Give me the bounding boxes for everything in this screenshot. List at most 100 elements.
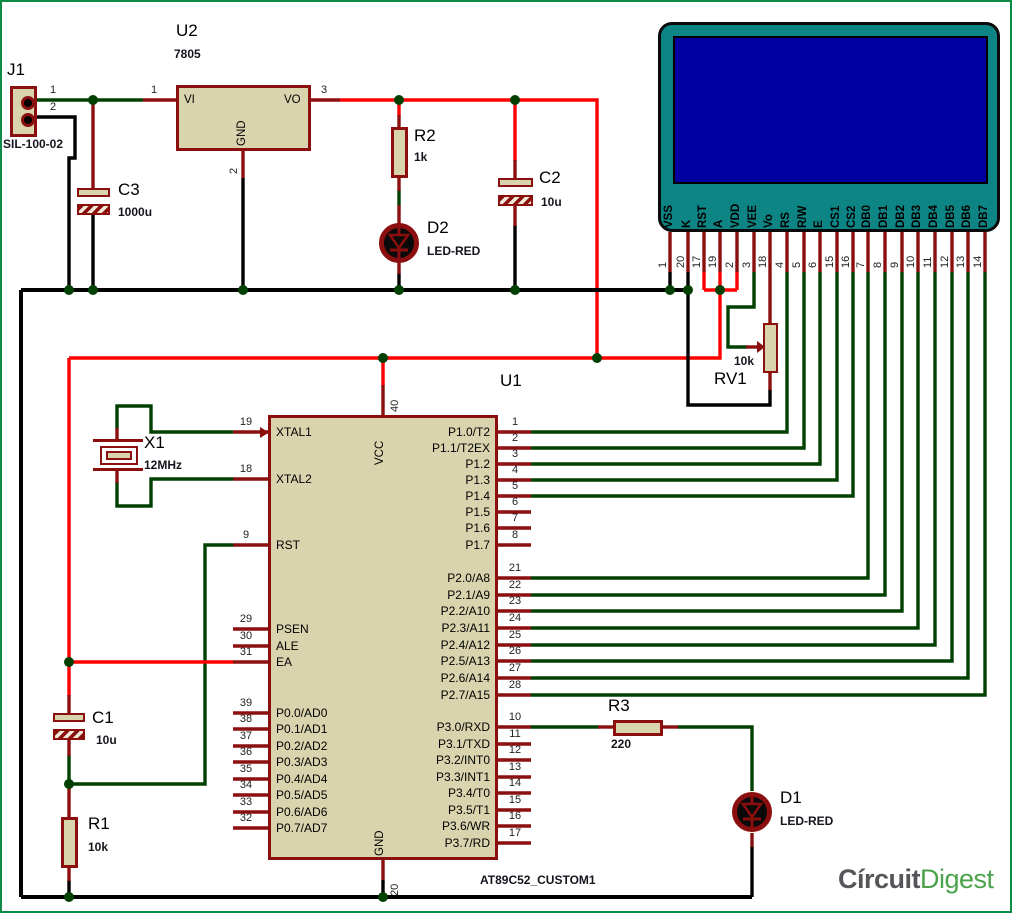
wire-green bbox=[531, 272, 904, 613]
u1-pin-name-P3.2/INT0: P3.2/INT0 bbox=[435, 753, 490, 767]
u1-pin-number-37: 37 bbox=[239, 730, 253, 742]
u1-pin-number-9: 9 bbox=[242, 529, 250, 541]
rv1-value: 10k bbox=[734, 354, 755, 368]
lcd-pin-number-5: 5 bbox=[791, 261, 803, 268]
u1-pin-number-27: 27 bbox=[508, 662, 522, 674]
wire-green bbox=[531, 272, 987, 697]
resistor-r3-body bbox=[613, 720, 663, 736]
u1-pin-number-14: 14 bbox=[508, 777, 522, 789]
mcu-u1-body bbox=[268, 415, 498, 860]
led-d2-symbol bbox=[379, 223, 419, 263]
junction-dot bbox=[238, 285, 248, 295]
lcd-pin-label-DB2: DB2 bbox=[895, 204, 907, 228]
junction-dot bbox=[510, 95, 520, 105]
u1-pin-number-28: 28 bbox=[508, 679, 522, 691]
wire-green bbox=[531, 272, 870, 580]
lcd-pin-number-19: 19 bbox=[707, 255, 719, 268]
u1-pin-name-P3.1/TXD: P3.1/TXD bbox=[437, 737, 490, 751]
u1-pin-name-P1.2: P1.2 bbox=[465, 457, 490, 471]
wire-black bbox=[686, 290, 772, 407]
lcd-pin-number-14: 14 bbox=[972, 255, 984, 268]
crystal-x1-top-plate bbox=[93, 439, 143, 442]
u1-pin-name-RST: RST bbox=[276, 538, 300, 552]
r1-ref: R1 bbox=[88, 814, 110, 833]
j1-ref: J1 bbox=[7, 60, 25, 79]
wire-green bbox=[115, 404, 233, 434]
lcd-pin-label-R/W: R/W bbox=[797, 205, 809, 228]
regulator-u2-body bbox=[176, 85, 311, 151]
connector-j1-body bbox=[10, 86, 37, 137]
u1-pin-name-P3.7/RD: P3.7/RD bbox=[444, 836, 490, 850]
u1-pin-name-P3.4/T0: P3.4/T0 bbox=[447, 786, 490, 800]
lcd-pin-number-18: 18 bbox=[757, 255, 769, 268]
logo-circuit-text: Círcuit bbox=[838, 864, 921, 894]
u1-pin-name-P1.0/T2: P1.0/T2 bbox=[447, 425, 490, 439]
lcd-pin-number-17: 17 bbox=[691, 255, 703, 268]
wire-green bbox=[678, 725, 754, 791]
lcd-pin-label-DB6: DB6 bbox=[961, 204, 973, 228]
c1-value: 10u bbox=[96, 733, 117, 747]
u1-pin-name-P0.0/AD0: P0.0/AD0 bbox=[276, 706, 328, 720]
c1-ref: C1 bbox=[92, 708, 114, 727]
u1-pin-name-P3.5/T1: P3.5/T1 bbox=[447, 803, 490, 817]
u1-pin-name-P2.2/A10: P2.2/A10 bbox=[440, 604, 490, 618]
lcd-pin-label-DB3: DB3 bbox=[911, 204, 923, 228]
u1-pin-name-P2.1/A9: P2.1/A9 bbox=[447, 588, 490, 602]
lcd-pin-number-1: 1 bbox=[657, 261, 669, 268]
junction-dot bbox=[88, 285, 98, 295]
junction-dot bbox=[378, 892, 388, 902]
junction-dot bbox=[88, 95, 98, 105]
u1-pin-name-P2.4/A12: P2.4/A12 bbox=[440, 638, 490, 652]
c3-value: 1000u bbox=[118, 205, 153, 219]
lcd-pin-label-CS1: CS1 bbox=[830, 205, 842, 228]
crystal-x1-bottom-plate bbox=[93, 468, 143, 471]
j1-pin2-number: 2 bbox=[50, 101, 57, 113]
u1-pin-name-P0.5/AD5: P0.5/AD5 bbox=[276, 788, 328, 802]
u1-pin-number-34: 34 bbox=[239, 779, 253, 791]
u1-pin-name-P0.7/AD7: P0.7/AD7 bbox=[276, 821, 328, 835]
led-d1-symbol bbox=[732, 792, 772, 832]
d1-ref: D1 bbox=[780, 788, 802, 807]
resistor-r2-body bbox=[391, 127, 408, 178]
u2-ref: U2 bbox=[176, 21, 198, 40]
u1-pin-number-3: 3 bbox=[511, 448, 519, 460]
led-d1 bbox=[730, 790, 774, 834]
u1-pin-number-19: 19 bbox=[239, 416, 253, 428]
u1-pin20-number: 20 bbox=[389, 883, 401, 896]
crystal-x1-body bbox=[100, 446, 138, 465]
u1-pin-name-P1.6: P1.6 bbox=[465, 521, 490, 535]
u1-pin-name-P2.3/A11: P2.3/A11 bbox=[441, 621, 490, 635]
u1-pin-number-10: 10 bbox=[508, 711, 522, 723]
u1-value: AT89C52_CUSTOM1 bbox=[480, 873, 596, 887]
u1-ref: U1 bbox=[500, 371, 522, 390]
potentiometer-rv1-body bbox=[763, 323, 778, 373]
u1-pin-name-XTAL1: XTAL1 bbox=[276, 425, 312, 439]
c2-ref: C2 bbox=[539, 168, 561, 187]
u2-pin-vi-label: VI bbox=[184, 94, 195, 106]
u1-pin-name-P2.0/A8: P2.0/A8 bbox=[447, 571, 490, 585]
lcd-pin-label-K: K bbox=[681, 219, 693, 228]
u1-pin-name-P0.1/AD1: P0.1/AD1 bbox=[276, 722, 328, 736]
u1-pin-number-4: 4 bbox=[511, 464, 519, 476]
circuitdigest-logo: CírcuitDigest bbox=[838, 864, 994, 895]
u1-pin-name-P0.4/AD4: P0.4/AD4 bbox=[276, 772, 328, 786]
led-d2 bbox=[377, 221, 421, 265]
lcd-pin-number-7: 7 bbox=[855, 261, 867, 268]
u1-pin-number-1: 1 bbox=[511, 416, 519, 428]
u1-pin-name-P0.6/AD6: P0.6/AD6 bbox=[276, 805, 328, 819]
wire-green bbox=[531, 272, 822, 466]
wire-green bbox=[69, 543, 233, 786]
lcd-pin-number-16: 16 bbox=[840, 255, 852, 268]
lcd-pin-number-3: 3 bbox=[741, 261, 753, 268]
u1-pin-number-35: 35 bbox=[239, 763, 253, 775]
junction-dot bbox=[665, 285, 675, 295]
u1-pin-number-39: 39 bbox=[239, 697, 253, 709]
rv1-ref: RV1 bbox=[714, 369, 747, 388]
u1-pin-number-6: 6 bbox=[511, 496, 519, 508]
junction-dot bbox=[64, 779, 74, 789]
u1-pin-number-12: 12 bbox=[508, 744, 522, 756]
u1-pin-number-32: 32 bbox=[239, 812, 253, 824]
wire-green bbox=[531, 272, 887, 597]
